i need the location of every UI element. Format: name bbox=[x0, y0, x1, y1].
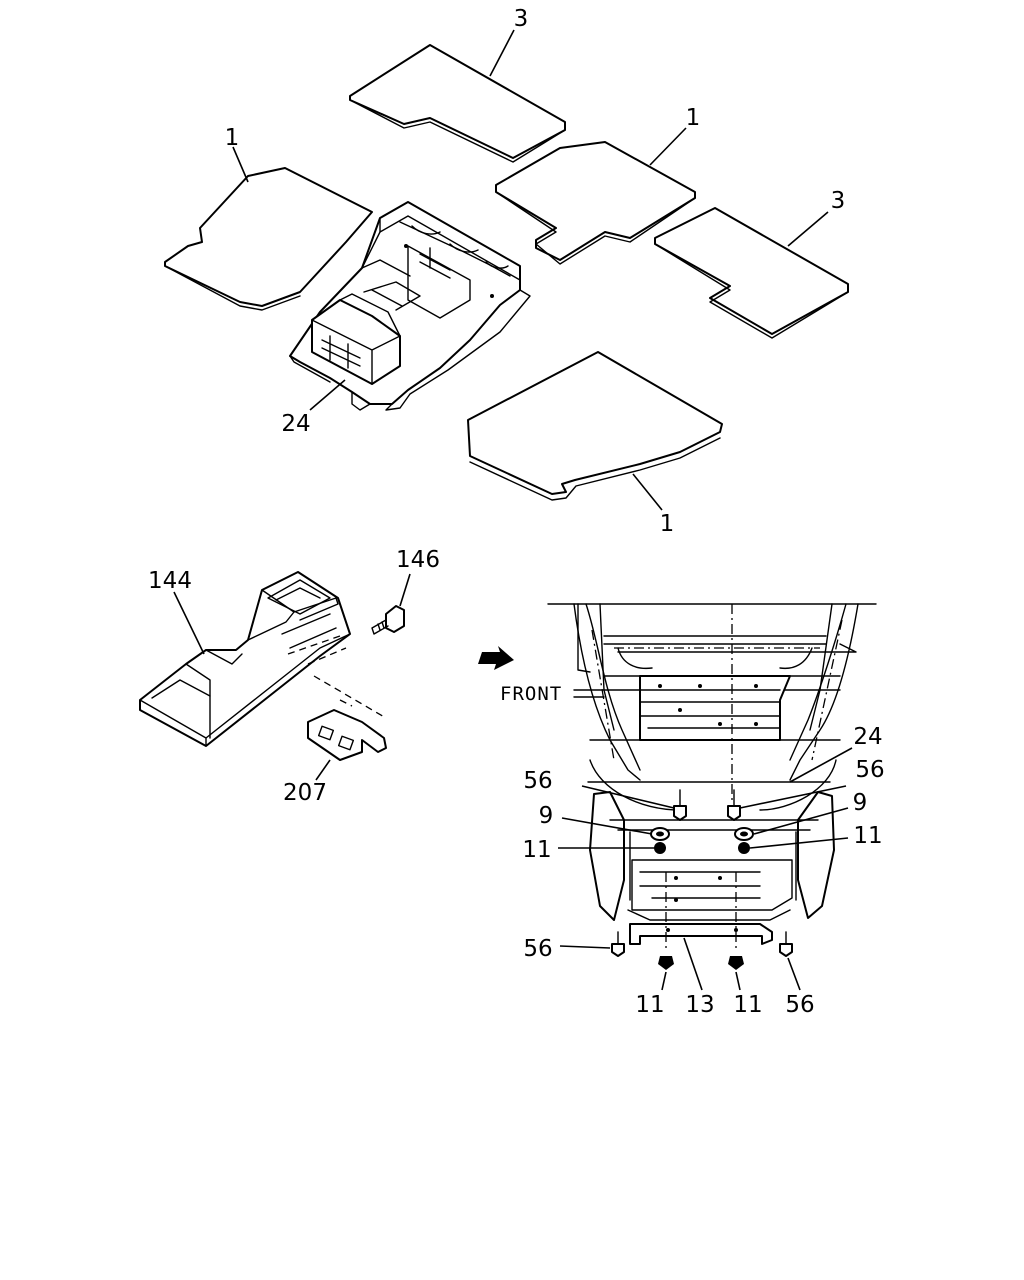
callout-56-right: 56 bbox=[855, 757, 884, 783]
bolt-146 bbox=[371, 605, 405, 635]
callout-11-right: 11 bbox=[853, 823, 882, 849]
front-label: FRONT bbox=[500, 683, 562, 705]
bracket-207 bbox=[307, 709, 387, 761]
callout-11-bottom-left: 11 bbox=[635, 992, 664, 1018]
floor-mat-3-top bbox=[349, 44, 566, 163]
console-box-144 bbox=[139, 571, 351, 747]
callout-11-bottom-right: 11 bbox=[733, 992, 762, 1018]
callout-1-right: 1 bbox=[686, 105, 701, 131]
floor-mat-1-bottom bbox=[467, 351, 723, 501]
dashed-guides bbox=[287, 635, 387, 719]
top-leaders bbox=[232, 29, 829, 511]
callout-3-right: 3 bbox=[831, 188, 846, 214]
callout-24-detail: 24 bbox=[853, 724, 882, 750]
callout-9-left: 9 bbox=[539, 803, 554, 829]
fasteners-detail bbox=[611, 789, 793, 970]
callout-146: 146 bbox=[396, 547, 440, 573]
callout-11-left: 11 bbox=[522, 837, 551, 863]
callout-207: 207 bbox=[283, 780, 327, 806]
floor-detail-view bbox=[547, 603, 877, 945]
floor-console-assembly bbox=[289, 201, 531, 411]
callout-24-console: 24 bbox=[281, 411, 310, 437]
floor-mat-3-right bbox=[654, 207, 849, 339]
detail-leaders bbox=[558, 747, 853, 991]
callout-13: 13 bbox=[685, 992, 714, 1018]
callout-3-top: 3 bbox=[514, 6, 529, 32]
callout-9-right: 9 bbox=[853, 790, 868, 816]
callout-1-left: 1 bbox=[225, 125, 240, 151]
callout-56-left: 56 bbox=[523, 768, 552, 794]
callout-1-bottom: 1 bbox=[660, 511, 675, 537]
floor-mat-1-right bbox=[495, 141, 696, 265]
floor-mat-1-left bbox=[164, 167, 373, 311]
callout-56-lower-left: 56 bbox=[523, 936, 552, 962]
callout-56-lower-right: 56 bbox=[785, 992, 814, 1018]
front-arrow-icon bbox=[478, 646, 514, 670]
callout-144: 144 bbox=[148, 568, 192, 594]
